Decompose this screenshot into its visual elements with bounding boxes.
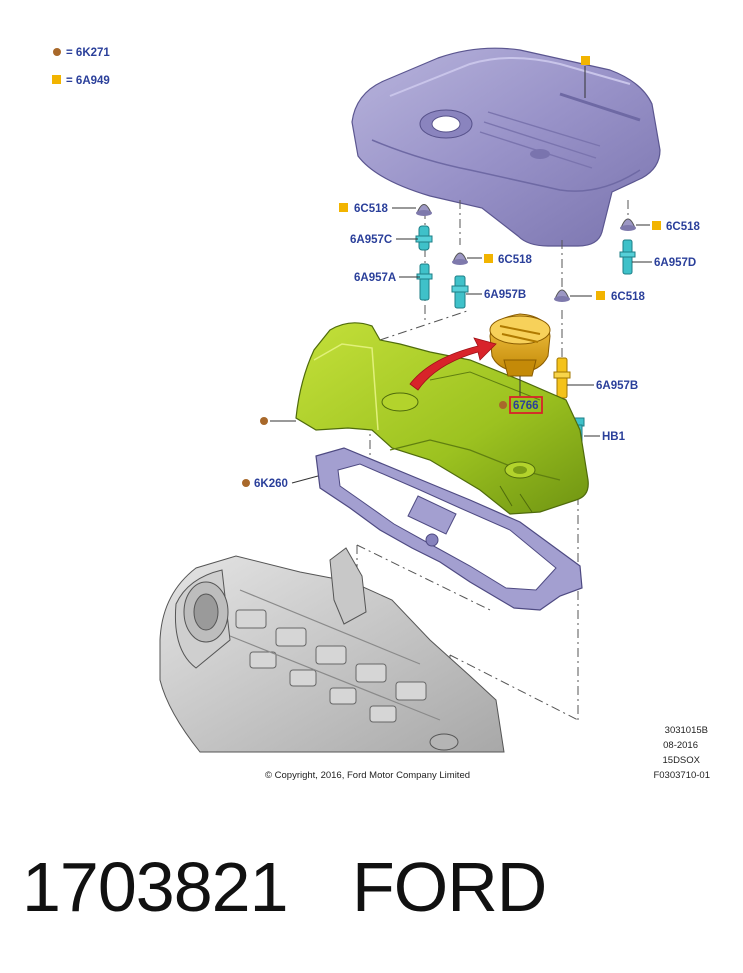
stud-6A957B-mid xyxy=(451,275,469,309)
stud-6A957C xyxy=(415,225,433,251)
callout-leaders xyxy=(270,207,652,484)
part-number: 1703821 xyxy=(22,848,289,926)
svg-text:6C518: 6C518 xyxy=(611,291,645,303)
stud-6A957D xyxy=(619,239,636,275)
callout-HB1: HB1 xyxy=(602,431,626,443)
callout-6C518-left: 6C518 xyxy=(339,203,388,215)
legend-label-6A949: = 6A949 xyxy=(66,75,110,87)
diagram-metadata: 3031015B 08-2016 15DSOX F0303710-01 xyxy=(653,725,710,781)
callout-6A957D: 6A957D xyxy=(654,257,696,269)
grommet-right-top xyxy=(620,218,636,231)
legend-square-marker xyxy=(52,75,61,84)
valve-cover-gasket xyxy=(315,447,583,611)
callout-6K260: 6K260 xyxy=(242,478,288,490)
callout-6C518-right-top: 6C518 xyxy=(652,221,700,233)
legend-circle-marker xyxy=(53,48,61,56)
removal-arrow xyxy=(409,337,497,391)
callout-6C518-right: 6C518 xyxy=(596,291,645,303)
svg-text:F0303710-01: F0303710-01 xyxy=(653,770,710,781)
stud-6A957B-right xyxy=(553,357,571,399)
callout-6766: 6766 xyxy=(499,396,543,414)
stud-6A957A xyxy=(416,263,433,301)
callout-6A957B-mid: 6A957B xyxy=(484,289,526,301)
svg-text:6K260: 6K260 xyxy=(254,478,288,490)
engine-cover xyxy=(351,47,661,247)
legend: = 6K271 = 6A949 xyxy=(52,47,110,87)
svg-text:6766: 6766 xyxy=(513,400,539,412)
svg-text:6C518: 6C518 xyxy=(354,203,388,215)
svg-text:15DSOX: 15DSOX xyxy=(663,755,701,766)
legend-label-6K271: = 6K271 xyxy=(66,47,110,59)
grommet-mid xyxy=(452,252,468,265)
svg-text:08-2016: 08-2016 xyxy=(663,740,698,751)
brand-name: FORD xyxy=(352,848,547,926)
callout-6A957B-right: 6A957B xyxy=(596,380,638,392)
cover-square-marker xyxy=(581,56,590,65)
highlight-box xyxy=(509,396,543,414)
svg-text:6C518: 6C518 xyxy=(498,254,532,266)
grommet-left xyxy=(416,204,432,216)
callout-6A957C: 6A957C xyxy=(350,234,392,246)
svg-text:3031015B: 3031015B xyxy=(665,725,708,736)
copyright-notice: © Copyright, 2016, Ford Motor Company Li… xyxy=(265,770,470,781)
callout-circle-marker-left xyxy=(260,417,268,425)
callout-6C518-mid: 6C518 xyxy=(484,254,532,266)
engine-block xyxy=(159,547,505,753)
svg-text:6C518: 6C518 xyxy=(666,221,700,233)
callout-6A957A: 6A957A xyxy=(354,272,396,284)
oil-filler-cap xyxy=(489,313,551,377)
grommet-right xyxy=(554,289,570,302)
